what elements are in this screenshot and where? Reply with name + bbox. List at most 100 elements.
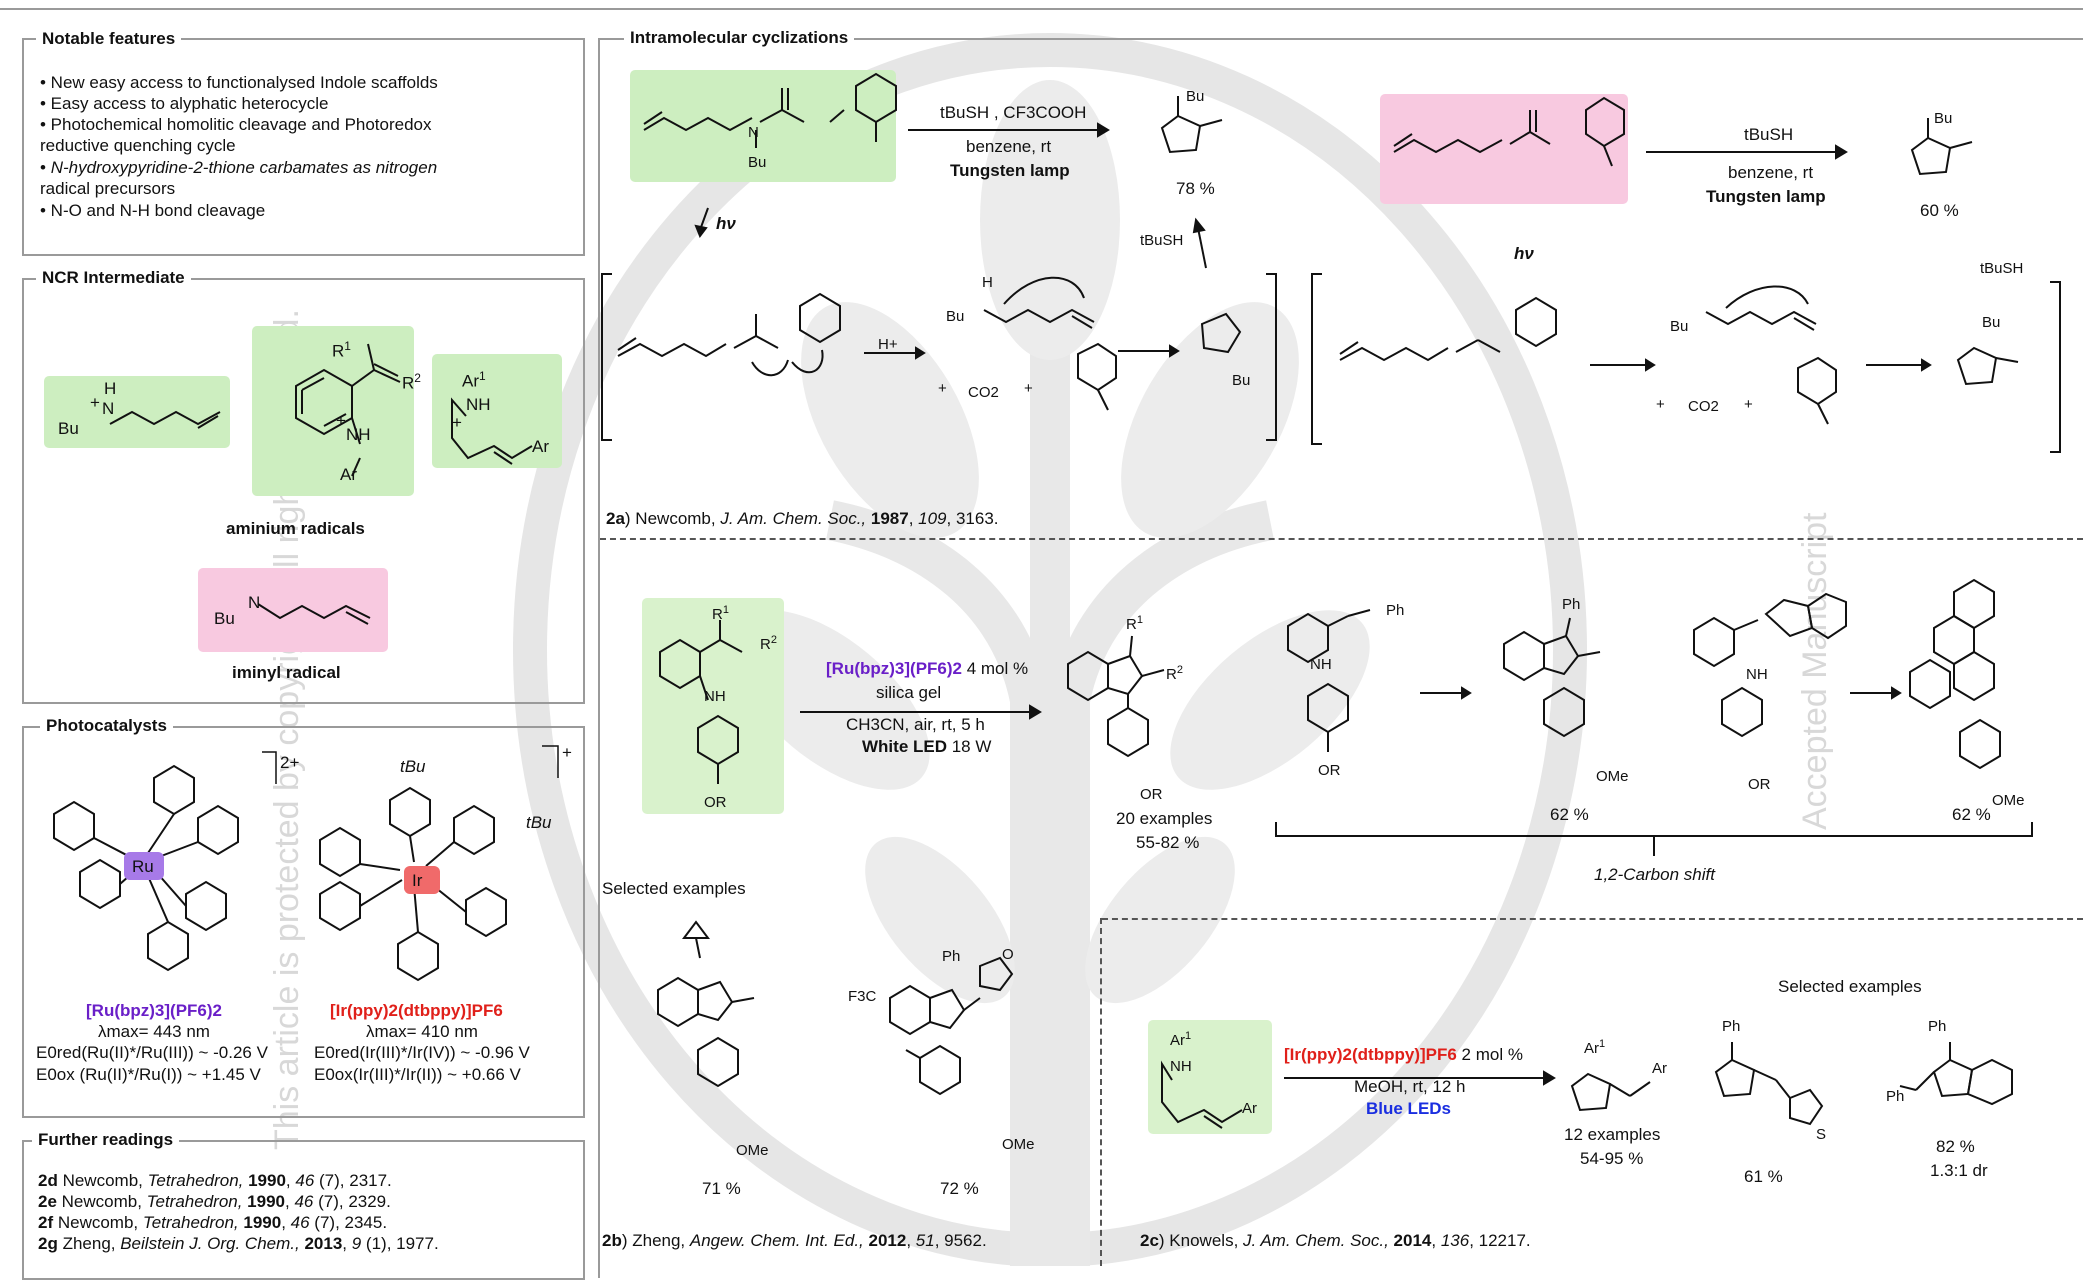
iminyl-radical-structure — [257, 603, 371, 625]
r1-substrate-structure — [643, 72, 897, 148]
r1-int-plus-2: + — [1024, 380, 1033, 397]
2b-sub-or: OR — [704, 794, 727, 811]
ref-2b-journal: Angew. Chem. Int. Ed., — [689, 1231, 864, 1250]
aminium3-ar1-letter: Ar — [462, 371, 479, 391]
ru-catalyst-name: [Ru(bpz)3](PF6)2 — [86, 1001, 222, 1020]
2c-sub-ar1: Ar1 — [1170, 1026, 1191, 1051]
2b-substrate-highlight — [642, 598, 784, 814]
2b-product-structure — [1067, 635, 1165, 758]
2b-example-dioxolane — [889, 956, 1014, 1096]
2c-ex-a-ph: Ph — [1722, 1018, 1741, 1035]
r1-substrate-highlight — [630, 70, 896, 182]
ir-ppy-structure — [319, 745, 559, 982]
r2-product-bu: Bu — [1934, 110, 1953, 127]
r1-reagent-1: tBuSH , CF3COOH — [940, 103, 1087, 122]
photocatalysts-box — [22, 726, 585, 1118]
2b-range: 55-82 % — [1136, 833, 1200, 852]
2b-selected-examples: Selected examples — [602, 879, 746, 898]
aminium2-r2-letter: R — [402, 373, 415, 393]
2b-light-name: White LED — [862, 737, 947, 756]
2b-cond-1: silica gel — [876, 683, 942, 702]
ncr-box — [22, 278, 585, 704]
2b-catalyst: [Ru(bpz)3](PF6)2 4 mol % — [826, 658, 1028, 679]
notable-item-3: • Photochemical homolitic cleavage and P… — [40, 115, 432, 134]
2c-prod-ar: Ar — [1652, 1060, 1667, 1077]
r2-int-bu: Bu — [1670, 318, 1689, 335]
2b-ex-c-ome: OMe — [736, 1142, 769, 1159]
2b-prod-r2-letter: R — [1166, 666, 1177, 683]
r1-int-hplus: H+ — [878, 336, 898, 353]
aminium3-ar: Ar — [532, 437, 549, 456]
r2-cyclized-radical-structure — [1956, 346, 2019, 386]
r1-bracket-left — [601, 273, 612, 441]
r1-cyc-bu: Bu — [1232, 372, 1251, 389]
ref-2a-pages: , 3163. — [946, 509, 999, 528]
aminium1-plus: + — [90, 393, 100, 412]
2c-catalyst: [Ir(ppy)2(dtbppy)]PF6 2 mol % — [1284, 1044, 1523, 1065]
further-ref-2e: 2e Newcomb, Tetrahedron, 1990, 46 (7), 2… — [38, 1191, 391, 1212]
aminium2-r1-sup: 1 — [344, 339, 351, 353]
further-readings-title: Further readings — [32, 1130, 180, 1150]
2b-catalyst-name: [Ru(bpz)3](PF6)2 — [826, 659, 962, 678]
iminyl-bu: Bu — [214, 609, 235, 628]
ref-2g-id: 2g — [38, 1234, 58, 1253]
ru-eox: E0ox (Ru(II)*/Ru(I)) ~ +1.45 V — [36, 1065, 261, 1084]
photocatalysts-title: Photocatalysts — [40, 716, 173, 736]
ref-2c-vol: 136 — [1440, 1231, 1470, 1250]
divider-2b-2c — [1102, 918, 2083, 920]
r1-cyclized-radical-structure — [1200, 312, 1242, 354]
aminium-radical-1-structure — [109, 410, 221, 429]
ref-2d-id: 2d — [38, 1171, 58, 1190]
2c-selected-examples: Selected examples — [1778, 977, 1922, 996]
aminium2-r2: R2 — [402, 368, 421, 394]
r2-iminyl-chain — [1705, 285, 1817, 331]
iminyl-n: N — [248, 593, 261, 612]
2c-catalyst-loading: 2 mol % — [1456, 1045, 1523, 1064]
aminium2-plus: + — [336, 411, 346, 430]
r2-reagent-2: benzene, rt — [1728, 163, 1814, 182]
r2-int-plus: + — [1656, 396, 1665, 413]
ru-metal: Ru — [132, 857, 154, 876]
aminium1-n: N — [102, 399, 115, 418]
ref-2g-author: Zheng, — [57, 1234, 121, 1253]
aminium2-ar: Ar — [340, 465, 357, 484]
r1-reagent-3: Tungsten lamp — [950, 161, 1070, 180]
r1-int-h: H — [982, 274, 993, 291]
r1-arrow — [908, 122, 1110, 138]
2b-sub-r1-letter: R — [712, 606, 723, 623]
ref-2g-journal: Beilstein J. Org. Chem., — [120, 1234, 300, 1253]
2b-shift-substrate-b — [1693, 592, 1847, 738]
intramolecular-box — [598, 38, 2083, 1278]
2c-ex-a-yield: 61 % — [1744, 1167, 1783, 1186]
r1-int-bu: Bu — [946, 308, 965, 325]
ref-2c-author: ) Knowels, — [1158, 1231, 1244, 1250]
divider-vertical — [1100, 918, 1102, 1266]
aminium-radical-2-structure — [295, 343, 401, 477]
r1-hv-label: hν — [716, 214, 736, 233]
2c-prod-ar1-sup: 1 — [1599, 1038, 1606, 1050]
2b-arrow — [800, 704, 1042, 720]
r2-product-structure — [1910, 118, 1973, 176]
2b-sub-r2: R2 — [760, 630, 777, 655]
2b-example-cyclopropyl — [657, 920, 755, 1088]
2b-shift-yield-b: 62 % — [1952, 805, 1991, 824]
aminium-radical-3-structure — [451, 397, 533, 465]
2c-light: Blue LEDs — [1366, 1099, 1452, 1118]
ru-charge: 2+ — [280, 753, 300, 772]
notable-item-5-text: N-hydroxypyridine-2-thione carbamates as… — [50, 158, 438, 177]
ref-2g-sep: , — [342, 1234, 352, 1253]
ref-2f-sep: , — [281, 1213, 291, 1232]
2b-shift-product-b — [1909, 578, 2001, 770]
ref-2d-rest: (7), 2317. — [314, 1171, 392, 1190]
ref-2f-journal: Tetrahedron, — [142, 1213, 239, 1232]
aminium1-bu: Bu — [58, 419, 79, 438]
notable-item-7: • N-O and N-H bond cleavage — [40, 201, 266, 220]
further-ref-2g: 2g Zheng, Beilstein J. Org. Chem., 2013,… — [38, 1233, 439, 1254]
2c-arrow — [1284, 1070, 1556, 1086]
r1-bracket-right — [1266, 273, 1277, 441]
ref-2a-author: ) Newcomb, — [624, 509, 721, 528]
2c-ex-b-ph-top: Ph — [1928, 1018, 1947, 1035]
2b-catalyst-loading: 4 mol % — [961, 659, 1029, 678]
ru-lambda-max: λmax= 443 nm — [98, 1022, 210, 1041]
2b-cond-2: CH3CN, air, rt, 5 h — [846, 715, 985, 734]
